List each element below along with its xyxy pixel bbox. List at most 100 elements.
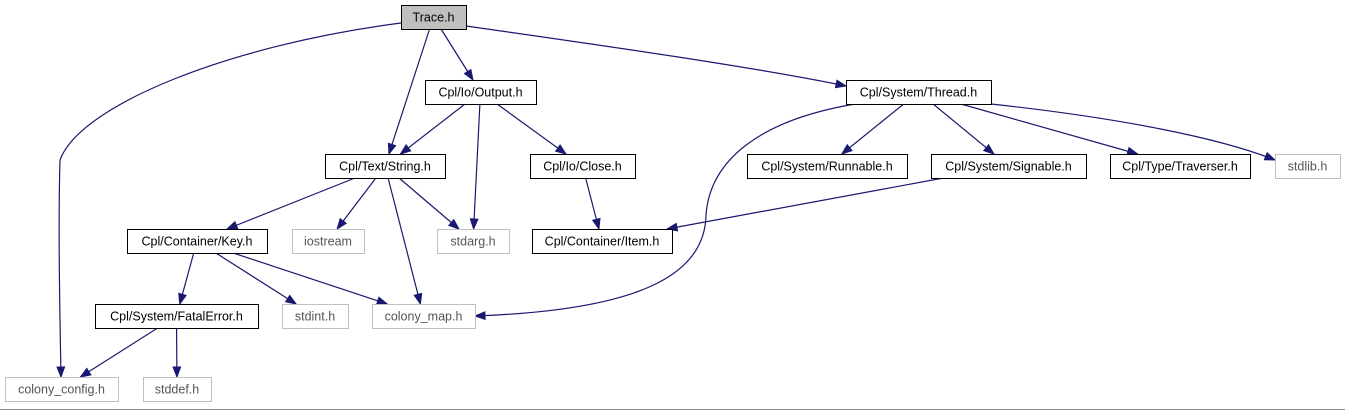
node-label: stdlib.h	[1288, 160, 1328, 174]
arrowhead	[56, 366, 66, 379]
edge-key-to-stdint	[215, 252, 298, 305]
edge-thread-to-stdlib	[990, 103, 1277, 161]
node-label: stdint.h	[295, 310, 335, 324]
arrowhead	[172, 366, 182, 379]
arrowhead	[834, 79, 848, 89]
arrowhead	[225, 220, 239, 230]
node-traverser[interactable]: Cpl/Type/Traverser.h	[1110, 154, 1251, 179]
arrowhead	[463, 68, 474, 82]
node-item[interactable]: Cpl/Container/Item.h	[532, 229, 673, 254]
edge-thread-to-signable	[932, 103, 995, 155]
node-box	[931, 154, 1087, 179]
node-close[interactable]: Cpl/Io/Close.h	[530, 154, 636, 179]
node-box	[143, 377, 212, 402]
node-box	[425, 80, 537, 105]
node-label: Cpl/Io/Close.h	[543, 160, 622, 174]
node-box	[282, 304, 349, 329]
node-colony-config[interactable]: colony_config.h	[5, 377, 119, 402]
edge-string-to-iostream	[336, 177, 377, 231]
node-box	[325, 154, 446, 179]
arrowhead	[375, 296, 389, 305]
node-stdint[interactable]: stdint.h	[282, 304, 349, 329]
edge-line	[336, 177, 377, 230]
edge-line	[226, 177, 356, 230]
arrowhead	[1263, 151, 1277, 161]
edge-line	[932, 103, 995, 155]
arrowhead	[840, 143, 853, 155]
edge-trace-to-output	[440, 28, 474, 82]
edge-line	[473, 103, 481, 230]
node-box	[530, 154, 636, 179]
node-box	[95, 304, 259, 329]
node-label: Cpl/Container/Key.h	[142, 235, 253, 249]
node-box	[127, 229, 268, 254]
edge-line	[215, 252, 297, 305]
node-colony-map[interactable]: colony_map.h	[372, 304, 476, 329]
node-label: Cpl/System/Runnable.h	[761, 160, 892, 174]
edge-line	[666, 177, 944, 230]
node-box	[1275, 154, 1341, 179]
node-box	[5, 377, 119, 402]
edge-key-to-fatalerror	[178, 252, 195, 306]
edge-line	[58, 22, 402, 378]
node-output[interactable]: Cpl/Io/Output.h	[425, 80, 537, 105]
edge-fatalerror-to-stddef	[172, 327, 182, 379]
edge-line	[960, 103, 1138, 155]
node-string[interactable]: Cpl/Text/String.h	[325, 154, 446, 179]
bottom-divider	[0, 409, 1345, 410]
edge-output-to-string	[399, 103, 466, 155]
edge-line	[387, 177, 422, 305]
arrowhead	[413, 292, 423, 306]
node-label: Cpl/System/FatalError.h	[110, 310, 243, 324]
edge-close-to-item	[585, 177, 601, 231]
edge-line	[398, 177, 460, 230]
node-key[interactable]: Cpl/Container/Key.h	[127, 229, 268, 254]
node-label: colony_map.h	[385, 310, 463, 324]
edge-trace-to-string	[387, 28, 431, 156]
node-box	[532, 229, 673, 254]
edge-line	[80, 327, 158, 378]
node-stdarg[interactable]: stdarg.h	[437, 229, 510, 254]
node-stdlib[interactable]: stdlib.h	[1275, 154, 1341, 179]
node-label: Cpl/System/Thread.h	[860, 86, 977, 100]
edge-line	[990, 103, 1276, 161]
node-stddef[interactable]: stddef.h	[143, 377, 212, 402]
arrowhead	[591, 217, 601, 231]
node-label: Cpl/System/Signable.h	[945, 160, 1072, 174]
edge-thread-to-colony_map	[473, 103, 856, 321]
node-label: stddef.h	[155, 383, 200, 397]
node-label: Cpl/Container/Item.h	[545, 235, 660, 249]
node-label: Cpl/Text/String.h	[339, 160, 431, 174]
edge-string-to-stdarg	[398, 177, 460, 230]
node-label: iostream	[304, 235, 352, 249]
node-signable[interactable]: Cpl/System/Signable.h	[931, 154, 1087, 179]
edge-line	[496, 103, 567, 155]
edge-line	[465, 25, 847, 87]
edge-string-to-colony_map	[387, 177, 423, 306]
arrowhead	[554, 144, 568, 155]
node-label: Cpl/Type/Traverser.h	[1122, 160, 1238, 174]
arrowhead	[399, 143, 412, 155]
node-box	[846, 80, 992, 105]
node-label: Trace.h	[413, 11, 455, 25]
node-iostream[interactable]: iostream	[292, 229, 365, 254]
node-runnable[interactable]: Cpl/System/Runnable.h	[747, 154, 908, 179]
edge-output-to-stdarg	[469, 103, 481, 231]
node-fatalerror[interactable]: Cpl/System/FatalError.h	[95, 304, 259, 329]
node-box	[401, 5, 467, 30]
node-box	[372, 304, 476, 329]
arrowhead	[469, 218, 479, 231]
edge-line	[400, 103, 466, 155]
arrowhead	[178, 292, 187, 306]
arrowhead	[982, 143, 995, 155]
arrowhead	[79, 367, 92, 378]
arrowhead	[387, 142, 397, 156]
edge-output-to-close	[496, 103, 568, 155]
node-label: Cpl/Io/Output.h	[438, 86, 522, 100]
node-thread[interactable]: Cpl/System/Thread.h	[846, 80, 992, 105]
edge-trace-to-thread	[465, 25, 848, 89]
edge-signable-to-item	[665, 177, 944, 232]
node-box	[437, 229, 510, 254]
